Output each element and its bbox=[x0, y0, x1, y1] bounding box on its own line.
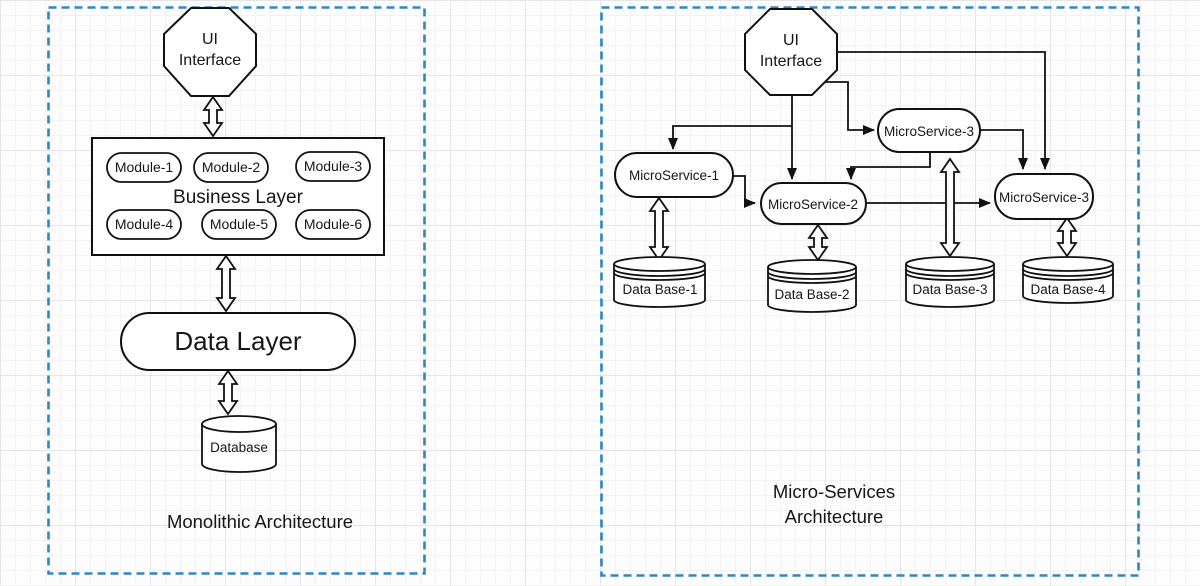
module-4-label: Module-4 bbox=[115, 216, 174, 232]
database-2-cylinder: Data Base-2 bbox=[767, 259, 857, 313]
microservice-2-label: MicroService-2 bbox=[768, 197, 858, 212]
microservice-2-node: MicroService-2 bbox=[760, 182, 867, 225]
edge-service3top-to-service2 bbox=[846, 152, 931, 180]
double-arrow-data-database bbox=[217, 369, 239, 416]
microservice-1-label: MicroService-1 bbox=[629, 168, 719, 183]
ui-interface-label-line2: Interface bbox=[179, 52, 241, 69]
ui-interface-micro-label-line1: UI bbox=[783, 32, 799, 49]
module-6-label: Module-6 bbox=[304, 216, 363, 232]
edge-ui-to-service3-right bbox=[837, 51, 1050, 170]
data-layer-label: Data Layer bbox=[174, 326, 302, 356]
module-pill-1: Module-1 bbox=[106, 152, 182, 183]
monolithic-panel: UI Interface Business Layer Module-1 Mod… bbox=[47, 6, 426, 575]
double-arrow-business-data bbox=[215, 254, 237, 313]
edge-service1-to-service2 bbox=[733, 175, 756, 208]
business-layer-box: Business Layer Module-1 Module-2 Module-… bbox=[91, 137, 385, 256]
module-pill-2: Module-2 bbox=[193, 152, 269, 183]
monolithic-title: Monolithic Architecture bbox=[167, 511, 353, 532]
database-1-cylinder: Data Base-1 bbox=[613, 256, 706, 308]
database-4-cylinder: Data Base-4 bbox=[1022, 256, 1114, 304]
ui-interface-octagon-micro: UI Interface bbox=[744, 8, 838, 96]
business-layer-label: Business Layer bbox=[173, 187, 304, 208]
database-4-label: Data Base-4 bbox=[1030, 282, 1106, 297]
edge-ui-to-service1 bbox=[668, 125, 792, 150]
database-3-label: Data Base-3 bbox=[912, 282, 987, 297]
database-1-label: Data Base-1 bbox=[622, 282, 697, 297]
ui-interface-micro-label-line2: Interface bbox=[760, 53, 822, 70]
database-cylinder: Database bbox=[201, 415, 277, 473]
module-pill-6: Module-6 bbox=[295, 209, 371, 240]
edge-ui-to-service3-top bbox=[825, 81, 875, 135]
data-layer-stadium: Data Layer bbox=[120, 312, 356, 371]
ui-interface-octagon: UI Interface bbox=[163, 7, 257, 97]
microservice-3-right-node: MicroService-3 bbox=[994, 173, 1094, 220]
database-label: Database bbox=[210, 440, 268, 455]
module-2-label: Module-2 bbox=[202, 159, 261, 175]
microservice-3-top-node: MicroService-3 bbox=[877, 108, 981, 153]
module-5-label: Module-5 bbox=[210, 216, 269, 232]
module-1-label: Module-1 bbox=[115, 159, 174, 175]
microservice-3-right-label: MicroService-3 bbox=[999, 190, 1089, 205]
double-arrow-service3right-db4 bbox=[1056, 216, 1078, 258]
module-3-label: Module-3 bbox=[304, 158, 363, 174]
microservices-title-line1: Micro-Services bbox=[773, 481, 895, 502]
microservices-dashed-border bbox=[600, 6, 1140, 577]
module-pill-3: Module-3 bbox=[295, 151, 371, 182]
edge-service3top-to-service3right bbox=[980, 129, 1028, 170]
module-pill-4: Module-4 bbox=[106, 209, 182, 240]
ui-interface-label-line1: UI bbox=[202, 31, 218, 48]
database-2-label: Data Base-2 bbox=[774, 287, 849, 302]
microservice-1-node: MicroService-1 bbox=[614, 152, 734, 198]
microservice-3-top-label: MicroService-3 bbox=[884, 124, 974, 139]
double-arrow-service1-db1 bbox=[648, 196, 670, 262]
double-arrow-service2-db2 bbox=[807, 223, 829, 262]
monolithic-dashed-border bbox=[47, 6, 426, 575]
double-arrow-service3top-db3 bbox=[939, 157, 961, 258]
module-pill-5: Module-5 bbox=[201, 209, 277, 240]
microservices-title-line2: Architecture bbox=[785, 506, 884, 527]
database-3-cylinder: Data Base-3 bbox=[905, 256, 995, 308]
microservices-panel: UI Interface MicroService-3 MicroService… bbox=[600, 6, 1140, 577]
double-arrow-ui-business bbox=[202, 95, 224, 138]
